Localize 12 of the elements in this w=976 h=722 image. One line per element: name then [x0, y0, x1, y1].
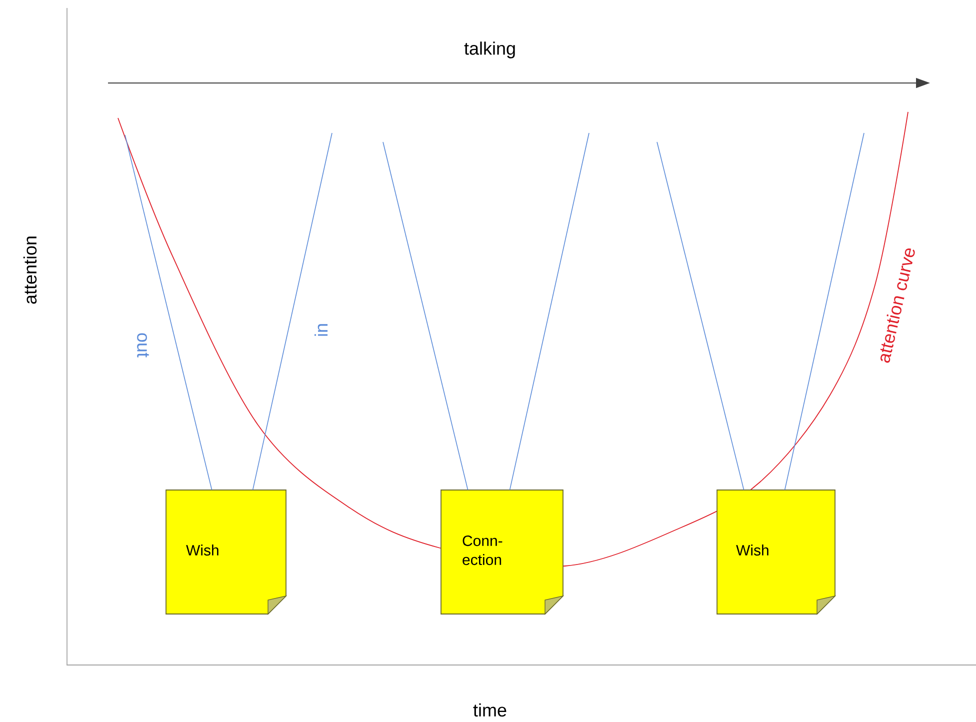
line [124, 134, 212, 490]
line [656, 142, 744, 490]
line [784, 132, 864, 490]
axis-label: attention [23, 236, 37, 304]
edge-label: in [314, 324, 328, 336]
axis-label: attention curve [880, 248, 915, 363]
line [382, 142, 468, 490]
line [509, 132, 590, 490]
axis-label: time [473, 703, 506, 717]
line [252, 132, 332, 490]
edge-label: out [137, 333, 149, 358]
axis-label: talking [464, 42, 515, 58]
